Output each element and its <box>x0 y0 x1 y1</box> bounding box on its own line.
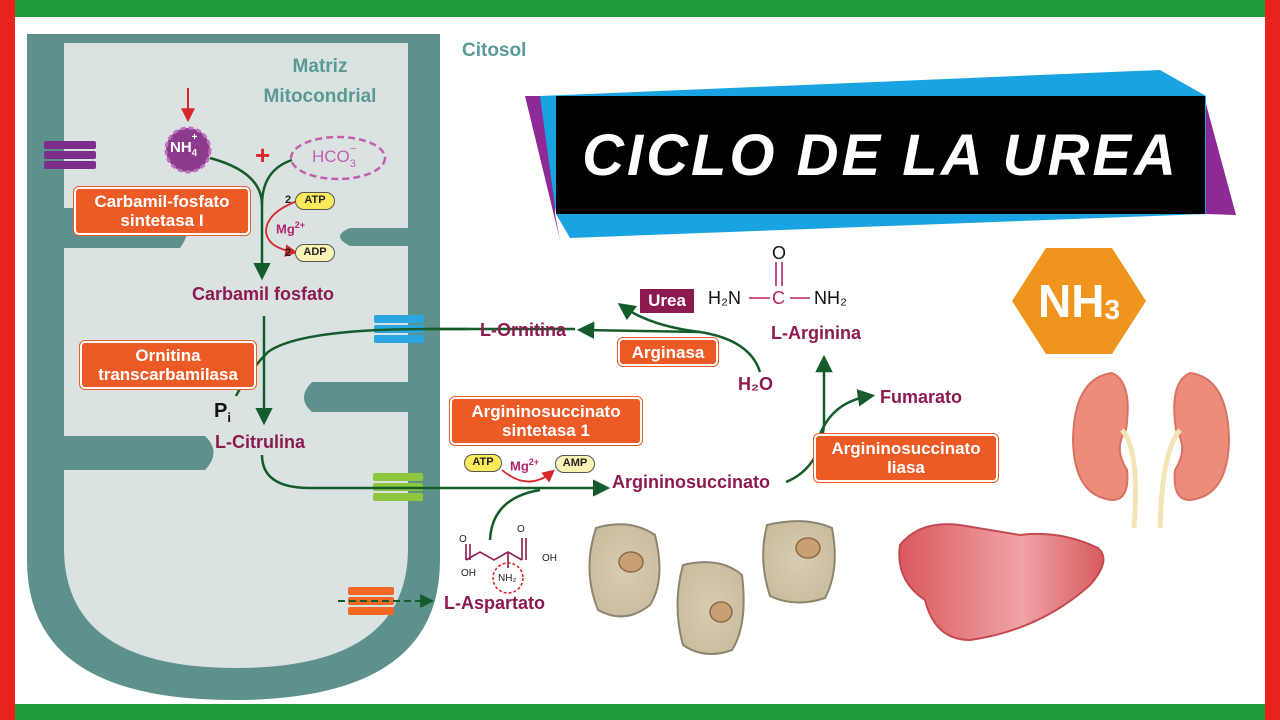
urea-bonds <box>749 262 810 299</box>
nh4-label: NH+4 <box>170 132 198 159</box>
matrix-label-line1: Matriz <box>292 56 348 77</box>
arrow-atp-to-adp <box>265 199 301 257</box>
arrow-arginine-to-ornithine <box>576 321 762 373</box>
arrow-atp-to-amp <box>501 469 555 483</box>
atp-coefficient: 2 <box>285 194 292 206</box>
aspartate-oh-left: OH <box>461 568 476 579</box>
cell-3 <box>762 520 836 604</box>
frame-right-bar <box>1265 0 1280 720</box>
urea-formula-c: C <box>772 288 785 308</box>
cell-2 <box>676 561 745 655</box>
plus-sign: + <box>255 140 271 170</box>
matrix-label-line2: Mitocondrial <box>263 86 377 107</box>
transporter-orange <box>348 587 394 615</box>
transporter-purple <box>44 141 96 169</box>
urea-formula-left: H₂N <box>708 288 741 308</box>
nh4-circle <box>164 126 212 174</box>
frame-bottom-bar <box>0 704 1280 720</box>
mg-label: Mg2+ <box>276 220 306 237</box>
arrow-to-fumarate <box>816 389 876 441</box>
pi-label: Pi <box>214 400 231 425</box>
aspartate-o-right: O <box>517 524 525 535</box>
atp-pill: ATP <box>295 192 335 210</box>
frame-left-bar <box>0 0 15 720</box>
urea-formula-o: O <box>772 243 787 263</box>
atp-pill-ass: ATP <box>464 454 502 472</box>
fumarate-label: Fumarato <box>880 387 963 407</box>
arginine-label: L-Arginina <box>771 323 861 343</box>
urea-formula-right: NH₂ <box>814 288 847 308</box>
liver-icon <box>898 523 1105 642</box>
aspartate-o-left: O <box>459 534 467 545</box>
aspartate-label: L-Aspartato <box>444 593 546 613</box>
aspartate-oh-right: OH <box>542 553 557 564</box>
hco3-label: HCO−3 <box>312 143 357 170</box>
arrow-aspartate-join <box>488 488 541 541</box>
nh3-hexagon <box>1012 248 1146 354</box>
carbamoyl-phosphate-label: Carbamil fosfato <box>192 284 335 304</box>
arrow-citrulline-to-argininosuccinate <box>260 454 611 497</box>
ornithine-label: L-Ornitina <box>480 320 566 340</box>
transporter-blue <box>374 315 424 343</box>
mg-label-ass: Mg2+ <box>510 457 540 474</box>
urea-tag: Urea <box>640 289 694 313</box>
amp-pill: AMP <box>555 455 595 473</box>
banner-purple-accent-right <box>1206 104 1236 215</box>
adp-coefficient: 2 <box>285 247 292 259</box>
cell-1 <box>588 523 661 618</box>
page-title: CICLO DE LA UREA <box>556 96 1205 214</box>
kidneys-icon <box>1071 371 1231 529</box>
water-label: H₂O <box>738 374 773 394</box>
hco3-ellipse <box>289 135 387 181</box>
citrulline-label: L-Citrulina <box>215 432 305 452</box>
enzyme-arginase: Arginasa <box>618 338 718 366</box>
arrow-hco3-join <box>260 158 293 206</box>
aspartate-nh2: NH₂ <box>498 573 517 584</box>
adp-pill: ADP <box>295 244 335 262</box>
cytosol-label: Citosol <box>462 40 527 61</box>
arrow-to-urea <box>617 302 701 334</box>
frame-top-bar <box>0 0 1280 17</box>
aspartate-structure <box>465 538 527 594</box>
argininosuccinate-label: Argininosuccinato <box>612 472 771 492</box>
